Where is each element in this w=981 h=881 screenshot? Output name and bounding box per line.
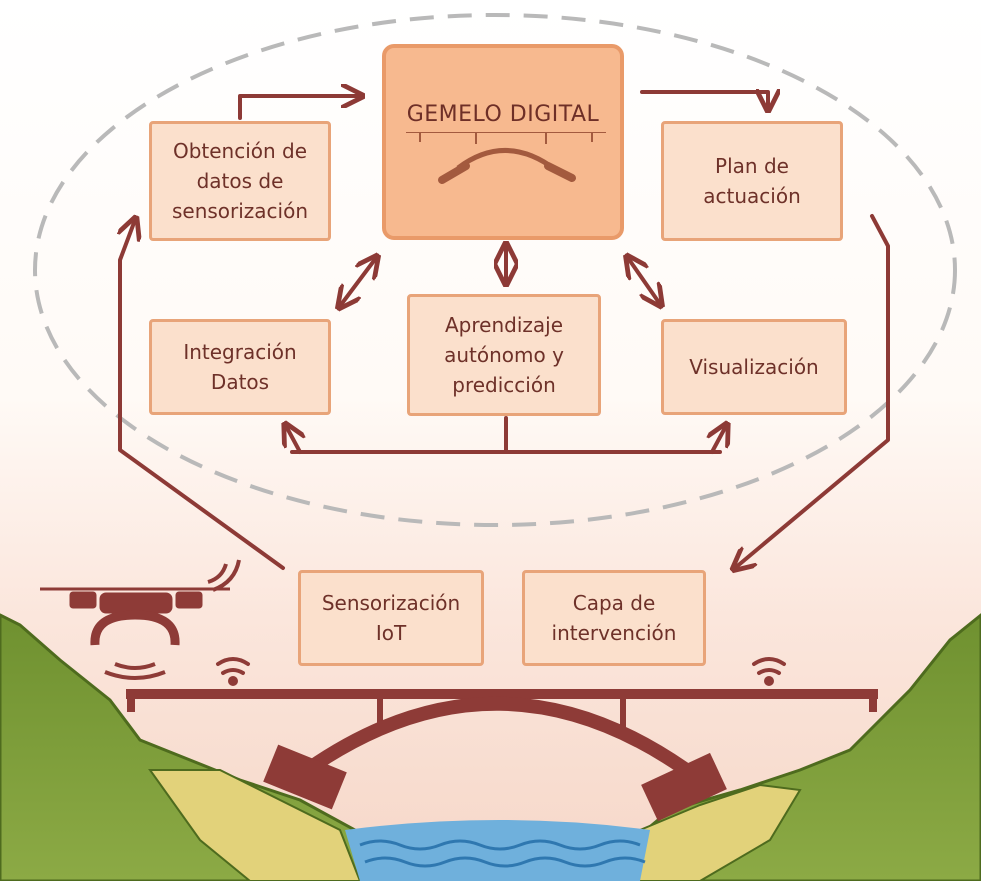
action-plan-box: Plan de actuación bbox=[661, 121, 843, 241]
arrow-plan-to-intervention bbox=[735, 214, 890, 568]
sensing-data-line-2: datos de bbox=[196, 169, 284, 193]
sensing-data-line-3: sensorización bbox=[171, 199, 309, 223]
digital-twin-core: GEMELO DIGITAL bbox=[382, 44, 624, 240]
bridge-icon bbox=[126, 689, 878, 822]
arrow-sensing-to-core bbox=[238, 96, 360, 120]
arrow-iot-to-sensing bbox=[120, 220, 285, 570]
integration-line-2: Datos bbox=[210, 370, 270, 394]
iot-line-2: IoT bbox=[375, 621, 407, 645]
drone-icon bbox=[40, 559, 241, 680]
learning-prediction-box: Aprendizaje autónomo y predicción bbox=[407, 294, 601, 416]
learning-line-3: predicción bbox=[452, 373, 556, 397]
iot-line-1: Sensorización bbox=[321, 591, 461, 615]
intervention-layer-box: Capa de intervención bbox=[522, 570, 706, 666]
data-integration-box: Integración Datos bbox=[149, 319, 331, 415]
visualization-box: Visualización bbox=[661, 319, 847, 415]
core-title: GEMELO DIGITAL bbox=[406, 102, 600, 127]
system-boundary bbox=[33, 13, 957, 527]
wifi-icon bbox=[216, 657, 786, 686]
integration-line-1: Integración bbox=[183, 340, 297, 364]
intervention-line-2: intervención bbox=[551, 621, 677, 645]
arrow-core-to-plan bbox=[640, 92, 768, 108]
bridge-arc-icon bbox=[406, 132, 606, 184]
intervention-line-1: Capa de bbox=[572, 591, 656, 615]
visualization-line-1: Visualización bbox=[689, 355, 819, 379]
left-bank bbox=[148, 769, 362, 881]
learning-line-1: Aprendizaje bbox=[444, 313, 563, 337]
sensing-data-box: Obtención de datos de sensorización bbox=[149, 121, 331, 241]
arrow-core-integration bbox=[340, 258, 376, 306]
arrow-to-integration bbox=[286, 426, 300, 454]
river bbox=[345, 820, 650, 881]
arrow-learning-split bbox=[290, 416, 722, 454]
action-plan-line-1: Plan de bbox=[715, 154, 789, 178]
arrow-core-visualization bbox=[628, 258, 660, 304]
right-bank bbox=[618, 783, 802, 881]
learning-line-2: autónomo y bbox=[444, 343, 564, 367]
sensing-data-line-1: Obtención de bbox=[172, 139, 308, 163]
action-plan-line-2: actuación bbox=[703, 184, 801, 208]
iot-sensing-box: Sensorización IoT bbox=[298, 570, 484, 666]
arrow-to-visualization bbox=[712, 426, 726, 454]
